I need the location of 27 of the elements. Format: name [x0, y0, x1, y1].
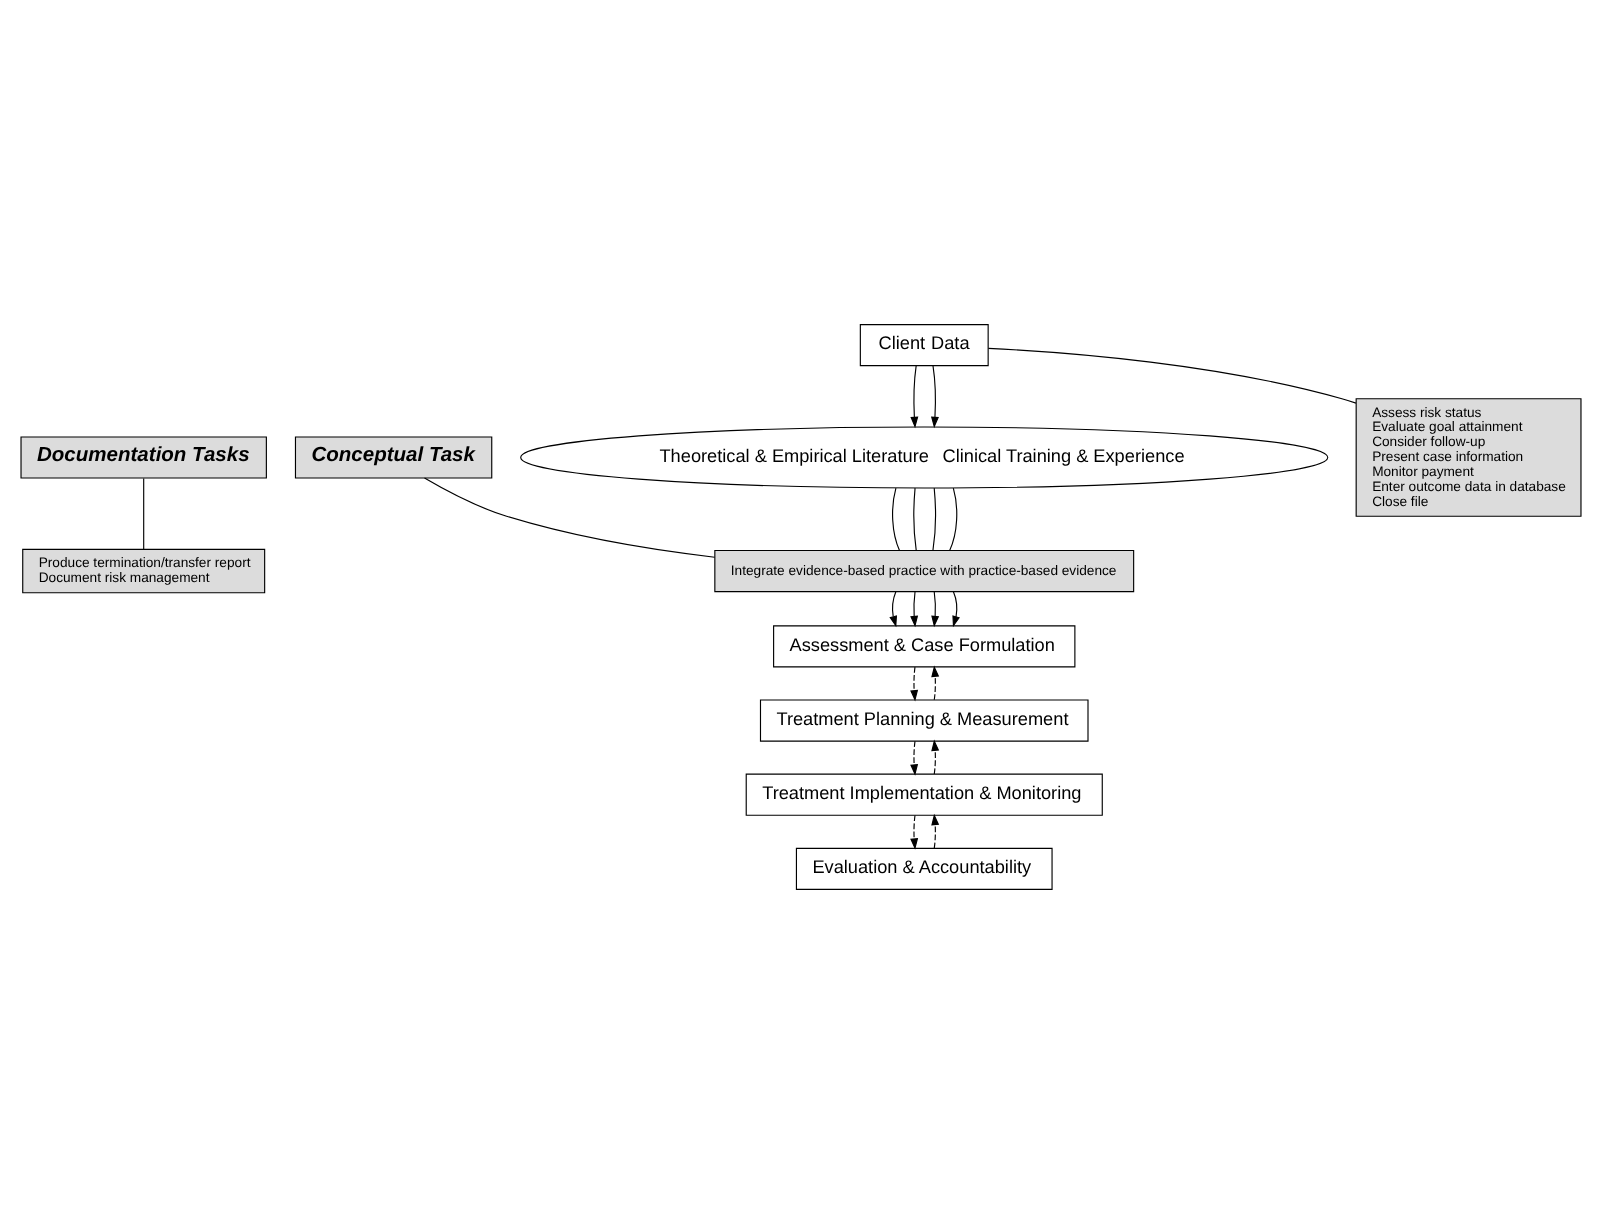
- node-box: Evaluation & Accountability: [795, 846, 1053, 889]
- node-box: Assessment & Case Formulation: [773, 624, 1076, 667]
- arrow: [931, 664, 940, 700]
- connector: [987, 346, 1357, 403]
- connector: [932, 486, 936, 550]
- arrow: [910, 665, 919, 701]
- arrow: [952, 590, 961, 627]
- arrow: [910, 590, 919, 627]
- connector: [913, 486, 917, 550]
- connector: [892, 486, 901, 550]
- arrow: [910, 813, 919, 849]
- node-box: Treatment Implementation & Monitoring: [745, 772, 1103, 815]
- arrow: [931, 364, 939, 428]
- node-box: Conceptual Task: [294, 435, 493, 478]
- arrow: [931, 812, 940, 848]
- node-box: Client Data: [859, 323, 989, 366]
- connector: [143, 476, 145, 549]
- connector: [949, 486, 958, 550]
- node-ellipse: Theoretical & Empirical Literature Clinical Training & Experience: [520, 425, 1329, 488]
- arrow: [889, 590, 898, 627]
- connector: [423, 476, 716, 557]
- arrow: [931, 590, 940, 627]
- node-box: Treatment Planning & Measurement: [759, 698, 1089, 741]
- arrow: [910, 739, 919, 775]
- arrow: [910, 364, 919, 428]
- node-box: Documentation Tasks: [20, 435, 267, 478]
- arrow: [931, 738, 940, 774]
